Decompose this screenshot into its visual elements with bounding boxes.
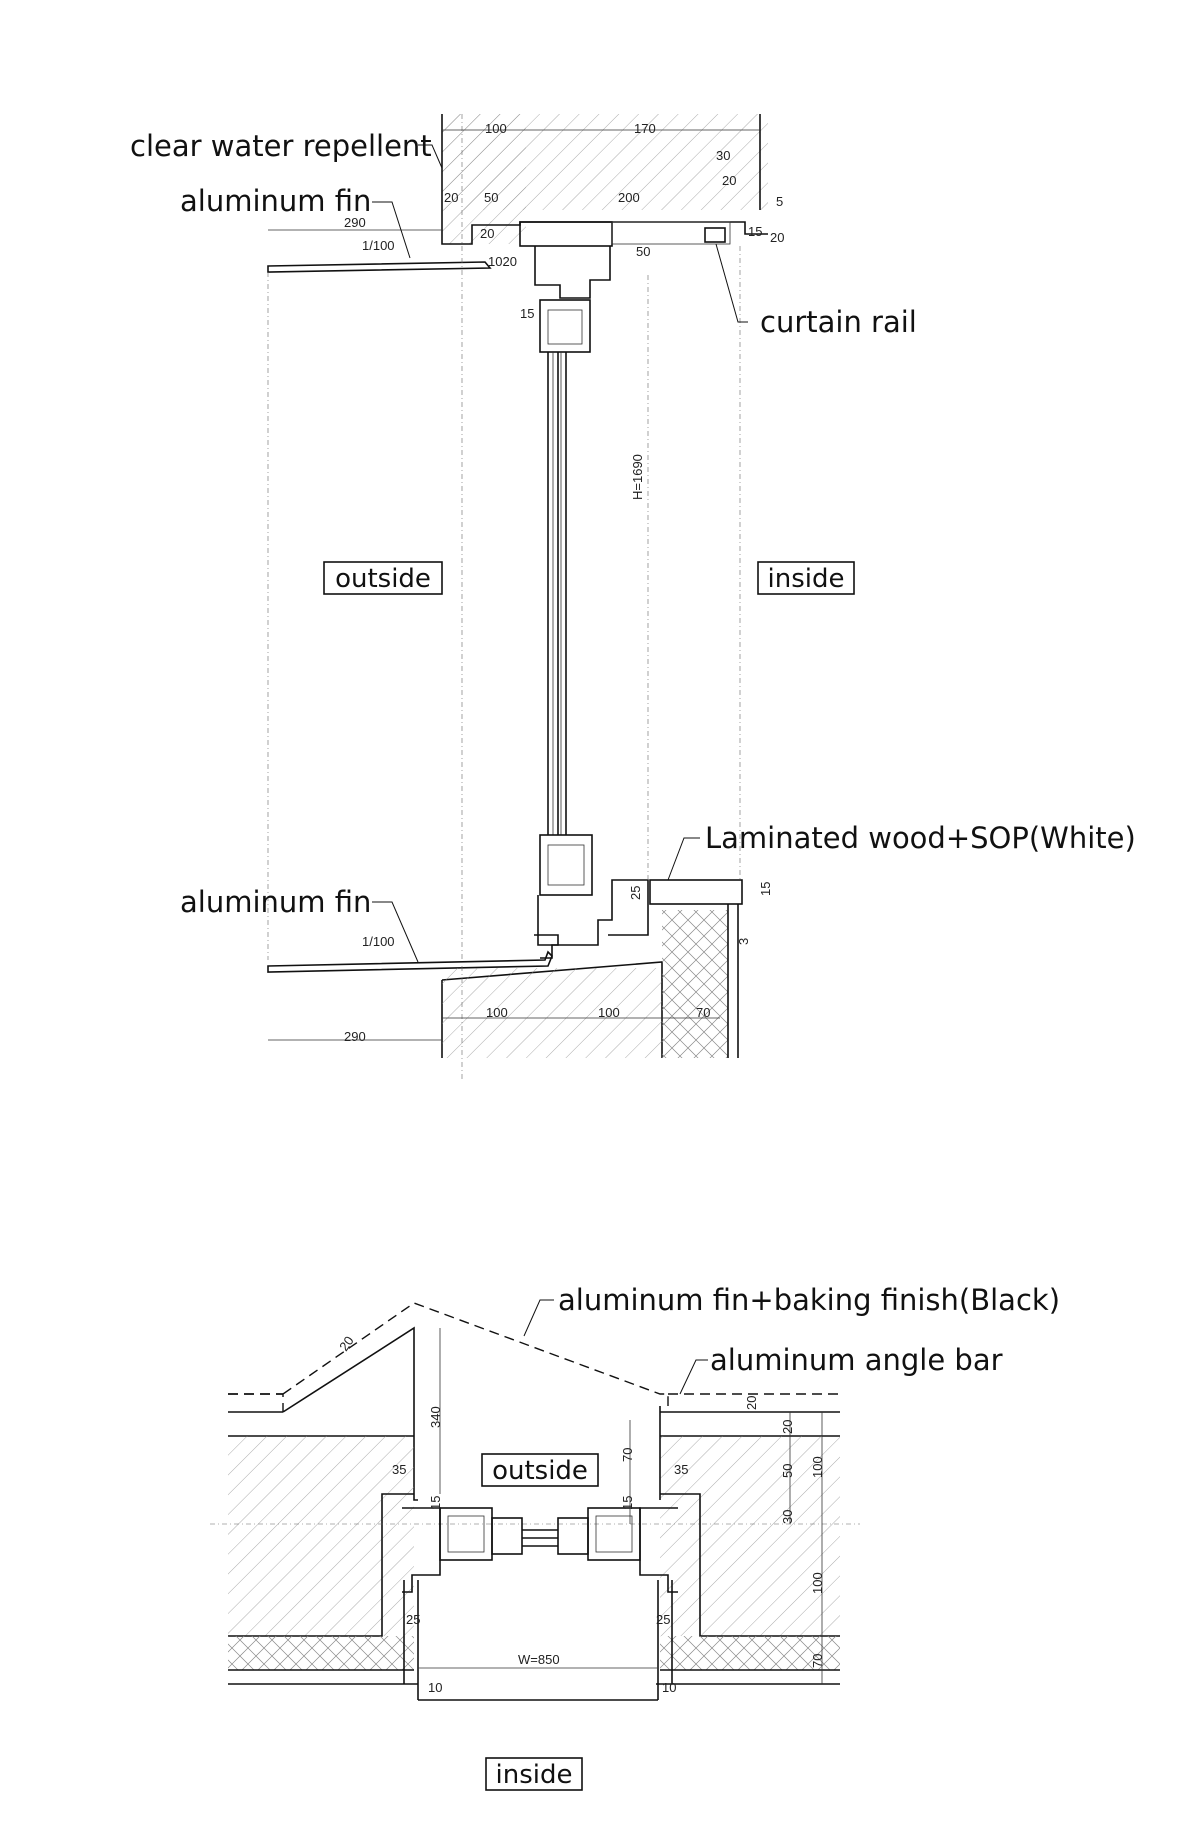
label-outside: outside — [335, 564, 431, 594]
dim-top-20a: 20 — [722, 173, 736, 188]
right-top-lines — [660, 1411, 840, 1437]
label-angle-bar: aluminum angle bar — [710, 1343, 1003, 1377]
leader-fin-finish — [523, 1299, 554, 1337]
sill-sash-inner — [547, 844, 585, 886]
dim-top-20c: 20 — [770, 230, 784, 245]
dim-bot-slope: 1/100 — [362, 934, 395, 949]
dim-plan-20-top: 20 — [744, 1396, 759, 1410]
head-sash-inner — [547, 309, 583, 345]
plan-inside-box — [485, 1757, 583, 1791]
head-frame — [519, 221, 613, 247]
dim-plan-15-l: 15 — [428, 1496, 443, 1510]
sill-sash — [539, 834, 593, 896]
dim-plan-15-r: 15 — [620, 1496, 635, 1510]
curtain-rail-profile — [704, 227, 726, 243]
right-meeting-rail — [557, 1517, 589, 1555]
label-aluminum-fin-top: aluminum fin — [180, 184, 371, 218]
left-sash-inner — [447, 1515, 485, 1553]
dim-top-50: 50 — [484, 190, 498, 205]
label-curtain-rail: curtain rail — [760, 305, 917, 339]
right-insulation — [660, 1636, 840, 1670]
dim-top-100: 100 — [485, 121, 507, 136]
dim-bot-290: 290 — [344, 1029, 366, 1044]
dim-top-1020: 1020 — [488, 254, 517, 269]
inside-box — [757, 561, 855, 595]
leader-fin-bottom — [372, 901, 419, 963]
dim-plan-20-diag: 20 — [336, 1333, 357, 1353]
leader-laminated-wood — [667, 837, 700, 881]
label-clear-water-repellent: clear water repellent — [130, 129, 432, 163]
leader-angle-bar — [679, 1359, 708, 1395]
dim-plan-50: 50 — [780, 1464, 795, 1478]
vertical-section: clear water repellent aluminum fin curta… — [130, 114, 1136, 1080]
label-fin-finish: aluminum fin+baking finish(Black) — [558, 1283, 1060, 1317]
left-meeting-rail — [491, 1517, 523, 1555]
dim-bot-15: 15 — [758, 882, 773, 896]
dim-bot-70: 70 — [696, 1005, 710, 1020]
dim-top-20d: 20 — [480, 226, 494, 241]
dim-top-30: 30 — [716, 148, 730, 163]
plan-outside-box — [481, 1453, 599, 1487]
dim-top-20b: 20 — [444, 190, 458, 205]
label-laminated-wood: Laminated wood+SOP(White) — [705, 821, 1136, 855]
dim-top-170: 170 — [634, 121, 656, 136]
plan-label-outside: outside — [492, 1456, 588, 1486]
dim-plan-10-l: 10 — [428, 1680, 442, 1695]
right-wall-hatch — [660, 1436, 840, 1636]
dim-top-5: 5 — [776, 194, 783, 209]
bottom-wall-hatch — [442, 968, 662, 1058]
bottom-insulation — [662, 910, 728, 1058]
dim-bot-3: 3 — [736, 938, 751, 945]
sill-wood-board — [649, 879, 743, 905]
dim-plan-100-r1: 100 — [810, 1456, 825, 1478]
dim-top-290: 290 — [344, 215, 366, 230]
top-aluminum-fin — [267, 261, 492, 273]
plan-detail: aluminum fin+baking finish(Black) alumin… — [210, 1283, 1060, 1791]
dim-plan-35-l: 35 — [392, 1462, 406, 1477]
dim-plan-25-r: 25 — [656, 1612, 670, 1627]
dim-bot-100a: 100 — [486, 1005, 508, 1020]
top-wall-hatch — [442, 114, 526, 244]
dim-bot-100b: 100 — [598, 1005, 620, 1020]
dim-top-15: 15 — [748, 224, 762, 239]
left-wall-hatch — [228, 1436, 414, 1636]
fin-dashed-outline — [228, 1302, 669, 1412]
dim-mid-15: 15 — [520, 306, 534, 321]
head-board — [611, 221, 731, 245]
dim-top-slope: 1/100 — [362, 238, 395, 253]
dim-plan-10-r: 10 — [662, 1680, 676, 1695]
dim-bot-25: 25 — [628, 886, 643, 900]
dim-plan-340: 340 — [428, 1406, 443, 1428]
dim-plan-width: W=850 — [518, 1652, 560, 1667]
head-sash — [539, 299, 591, 353]
dim-plan-70-r: 70 — [810, 1654, 825, 1668]
leader-clear-water — [418, 144, 443, 169]
right-sash-inner — [595, 1515, 633, 1553]
head-sash-profile — [534, 246, 611, 299]
bottom-aluminum-fin — [267, 950, 553, 973]
right-frame-outer — [639, 1507, 678, 1593]
dim-top-50v: 50 — [636, 244, 650, 259]
left-insulation — [228, 1636, 414, 1670]
plan-label-inside: inside — [496, 1760, 573, 1790]
label-aluminum-fin-bottom: aluminum fin — [180, 885, 371, 919]
dim-plan-70: 70 — [620, 1448, 635, 1462]
dim-plan-100-r2: 100 — [810, 1572, 825, 1594]
leader-fin-top — [372, 201, 411, 259]
label-inside: inside — [768, 564, 845, 594]
leader-curtain-rail — [715, 243, 748, 323]
left-frame-outer — [402, 1507, 441, 1593]
dim-plan-30: 30 — [780, 1510, 795, 1524]
dim-plan-20-r: 20 — [780, 1420, 795, 1434]
dim-top-200: 200 — [618, 190, 640, 205]
outside-box — [323, 561, 443, 595]
dim-height: H=1690 — [630, 454, 645, 500]
dim-plan-25-l: 25 — [406, 1612, 420, 1627]
dim-plan-35-r: 35 — [674, 1462, 688, 1477]
sill-drip — [534, 934, 559, 959]
left-fin — [282, 1326, 418, 1501]
